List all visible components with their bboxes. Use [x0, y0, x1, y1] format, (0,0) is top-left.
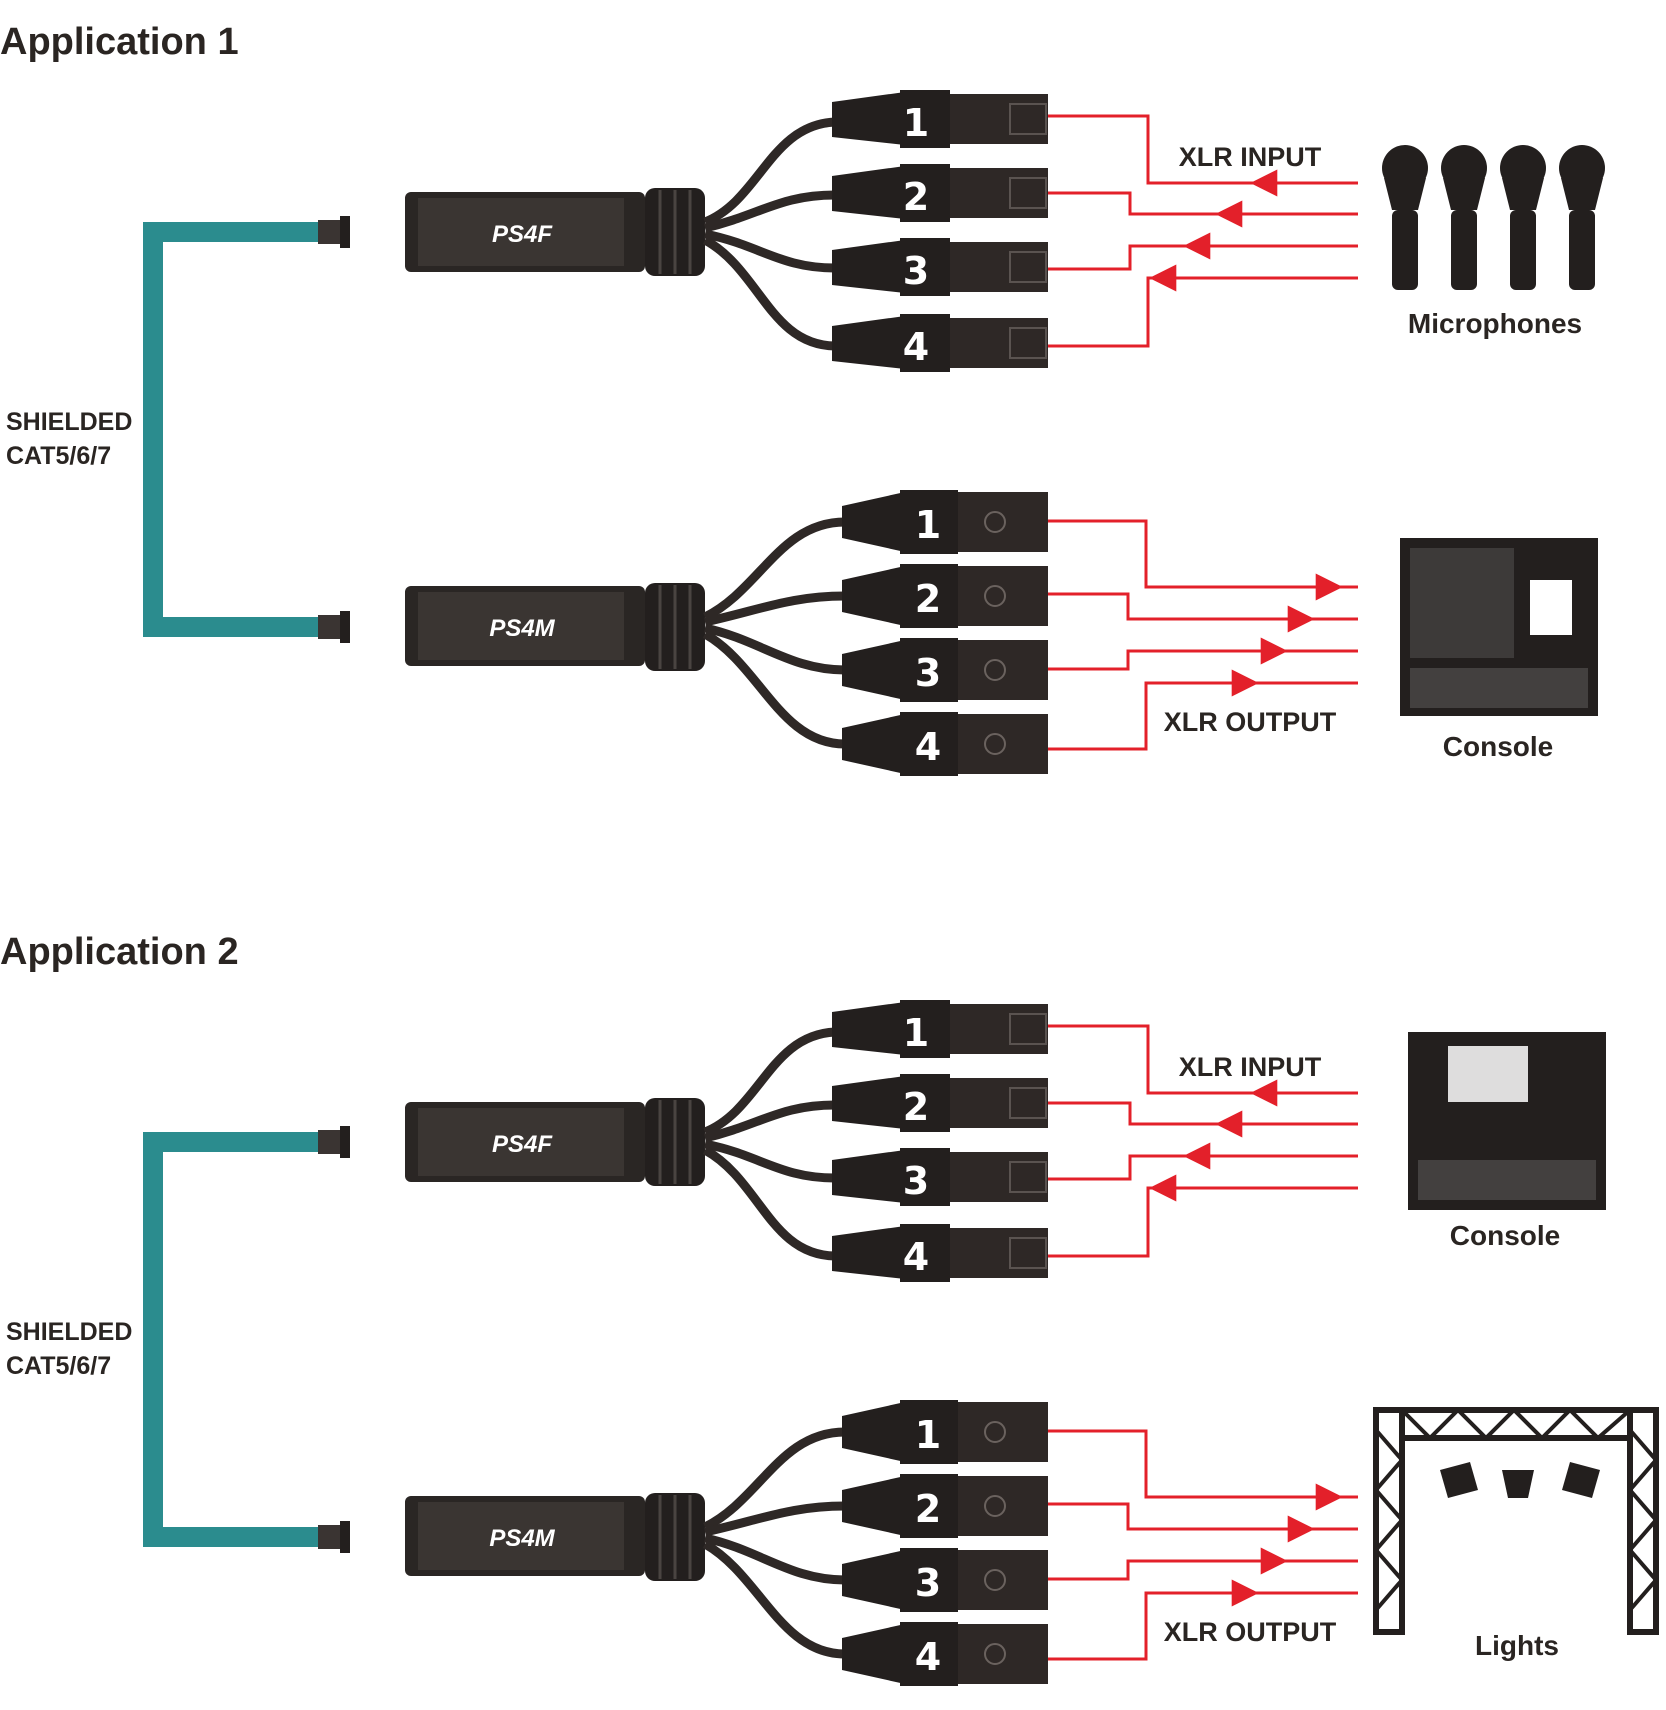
app1-channel-label: 2 [903, 175, 929, 219]
app2-channel-label: 2 [915, 1487, 941, 1531]
app2-ps4f-label: PS4F [492, 1131, 553, 1158]
app2-channel-label: 2 [903, 1085, 929, 1129]
app1-xlr-female-3: 3 [832, 238, 1048, 296]
app2-xlr-male-3: 3 [842, 1548, 1048, 1612]
app1-channel-label: 1 [915, 503, 941, 547]
app1-xlr-male-1: 1 [842, 490, 1048, 554]
app1-ps4f-box: PS4F [318, 188, 705, 276]
app2-xlr-female-1: 1 [832, 1000, 1048, 1058]
app1-ps4m-label: PS4M [489, 615, 555, 642]
application-2: Application 2 SHIELDED CAT5/6/7 PS4F PS4… [0, 931, 1659, 1686]
app2-xlr-male-4: 4 [842, 1622, 1048, 1686]
app1-microphones-label: Microphones [1408, 308, 1582, 339]
app2-channel-label: 4 [915, 1635, 941, 1679]
app2-output-signal-lines [1048, 1429, 1358, 1661]
app2-lights-icon [1373, 1407, 1659, 1635]
app2-cat-cable [143, 1132, 330, 1547]
app1-xlr-female-1: 1 [832, 90, 1048, 148]
app2-console-icon [1408, 1032, 1606, 1210]
app2-ps4m-label: PS4M [489, 1525, 555, 1552]
app2-female-breakout-cables [702, 1027, 836, 1261]
app2-channel-label: 1 [915, 1413, 941, 1457]
app2-input-signal-lines [1048, 1024, 1358, 1258]
app1-console-label: Console [1443, 731, 1553, 762]
app1-output-signal-lines [1048, 519, 1358, 751]
app1-ps4m-box: PS4M [318, 583, 705, 671]
app2-xlr-output-label: XLR OUTPUT [1164, 1617, 1337, 1647]
app2-ps4f-box: PS4F [318, 1098, 705, 1186]
app2-channel-label: 3 [915, 1561, 941, 1605]
app1-ps4f-label: PS4F [492, 221, 553, 248]
app2-channel-label: 1 [903, 1011, 929, 1055]
app2-xlr-female-3: 3 [832, 1148, 1048, 1206]
app1-female-breakout-cables [702, 117, 836, 351]
app1-xlr-input-label: XLR INPUT [1179, 142, 1322, 172]
app1-xlr-female-4: 4 [832, 314, 1048, 372]
app2-title: Application 2 [0, 931, 239, 973]
app2-cable-label-line2: CAT5/6/7 [6, 1352, 111, 1380]
app1-xlr-female-2: 2 [832, 164, 1048, 222]
app1-channel-label: 3 [903, 249, 929, 293]
app2-xlr-male-2: 2 [842, 1474, 1048, 1538]
app2-ps4m-box: PS4M [318, 1493, 705, 1581]
app1-console-icon [1400, 538, 1598, 716]
app2-xlr-female-2: 2 [832, 1074, 1048, 1132]
app2-xlr-female-4: 4 [832, 1224, 1048, 1282]
application-1: Application 1 SHIELDED CAT5/6/7 PS4F [0, 21, 1605, 776]
app1-xlr-male-4: 4 [842, 712, 1048, 776]
app1-xlr-output-label: XLR OUTPUT [1164, 707, 1337, 737]
app1-cable-label-line2: CAT5/6/7 [6, 442, 111, 470]
app2-male-breakout-cables [702, 1427, 846, 1659]
app2-lights-label: Lights [1475, 1630, 1559, 1661]
app2-channel-label: 3 [903, 1159, 929, 1203]
app1-male-breakout-cables [702, 517, 846, 749]
app1-channel-label: 4 [903, 325, 929, 369]
app1-microphones-icon [1382, 145, 1605, 290]
app2-xlr-input-label: XLR INPUT [1179, 1052, 1322, 1082]
app2-xlr-male-1: 1 [842, 1400, 1048, 1464]
app2-cable-label-line1: SHIELDED [6, 1318, 132, 1346]
app1-input-signal-lines [1048, 114, 1358, 348]
app1-cable-label-line1: SHIELDED [6, 408, 132, 436]
app2-channel-label: 4 [903, 1235, 929, 1279]
app1-channel-label: 3 [915, 651, 941, 695]
app1-channel-label: 2 [915, 577, 941, 621]
app2-console-label: Console [1450, 1220, 1560, 1251]
app1-xlr-male-2: 2 [842, 564, 1048, 628]
app1-channel-label: 4 [915, 725, 941, 769]
app1-cat-cable [143, 222, 330, 637]
app1-xlr-male-3: 3 [842, 638, 1048, 702]
app1-title: Application 1 [0, 21, 239, 63]
app1-channel-label: 1 [903, 101, 929, 145]
